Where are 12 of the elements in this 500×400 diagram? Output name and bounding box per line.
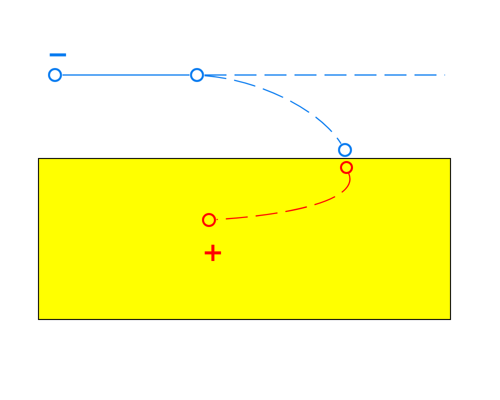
circle-marker <box>202 213 216 227</box>
circle-marker <box>190 68 204 82</box>
dashed-path-line <box>204 74 445 76</box>
path-line <box>62 74 190 76</box>
circle-marker <box>338 143 352 157</box>
circle-marker <box>340 160 352 174</box>
circle-marker <box>48 68 62 82</box>
dashed-path-line <box>216 173 350 220</box>
dashed-path-line <box>204 75 342 144</box>
charge-sign: − <box>47 42 69 68</box>
charge-sign: + <box>202 240 224 266</box>
region-box <box>38 158 451 320</box>
